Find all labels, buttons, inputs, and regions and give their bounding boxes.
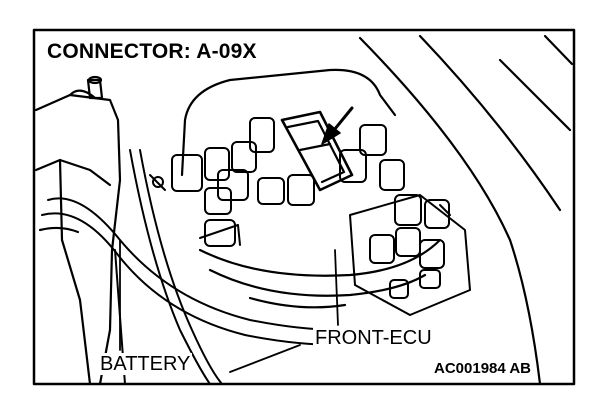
- front-ecu-housing: [180, 68, 442, 309]
- relay-blocks: [171, 117, 405, 247]
- leader-lines: [119, 239, 339, 373]
- battery-shape: [34, 75, 122, 386]
- lower-relay-block: [349, 194, 471, 316]
- fender-panel: [358, 36, 542, 386]
- battery-cables: [41, 149, 341, 385]
- figure-code: AC001984 AB: [432, 360, 533, 378]
- connector-a09x: [280, 110, 354, 192]
- battery-label: BATTERY: [98, 353, 193, 375]
- pointer-arrow: [321, 106, 354, 145]
- diagram-border: [32, 28, 576, 386]
- diagram-title: CONNECTOR: A-09X: [45, 40, 261, 64]
- front-ecu-label: FRONT-ECU: [313, 327, 434, 349]
